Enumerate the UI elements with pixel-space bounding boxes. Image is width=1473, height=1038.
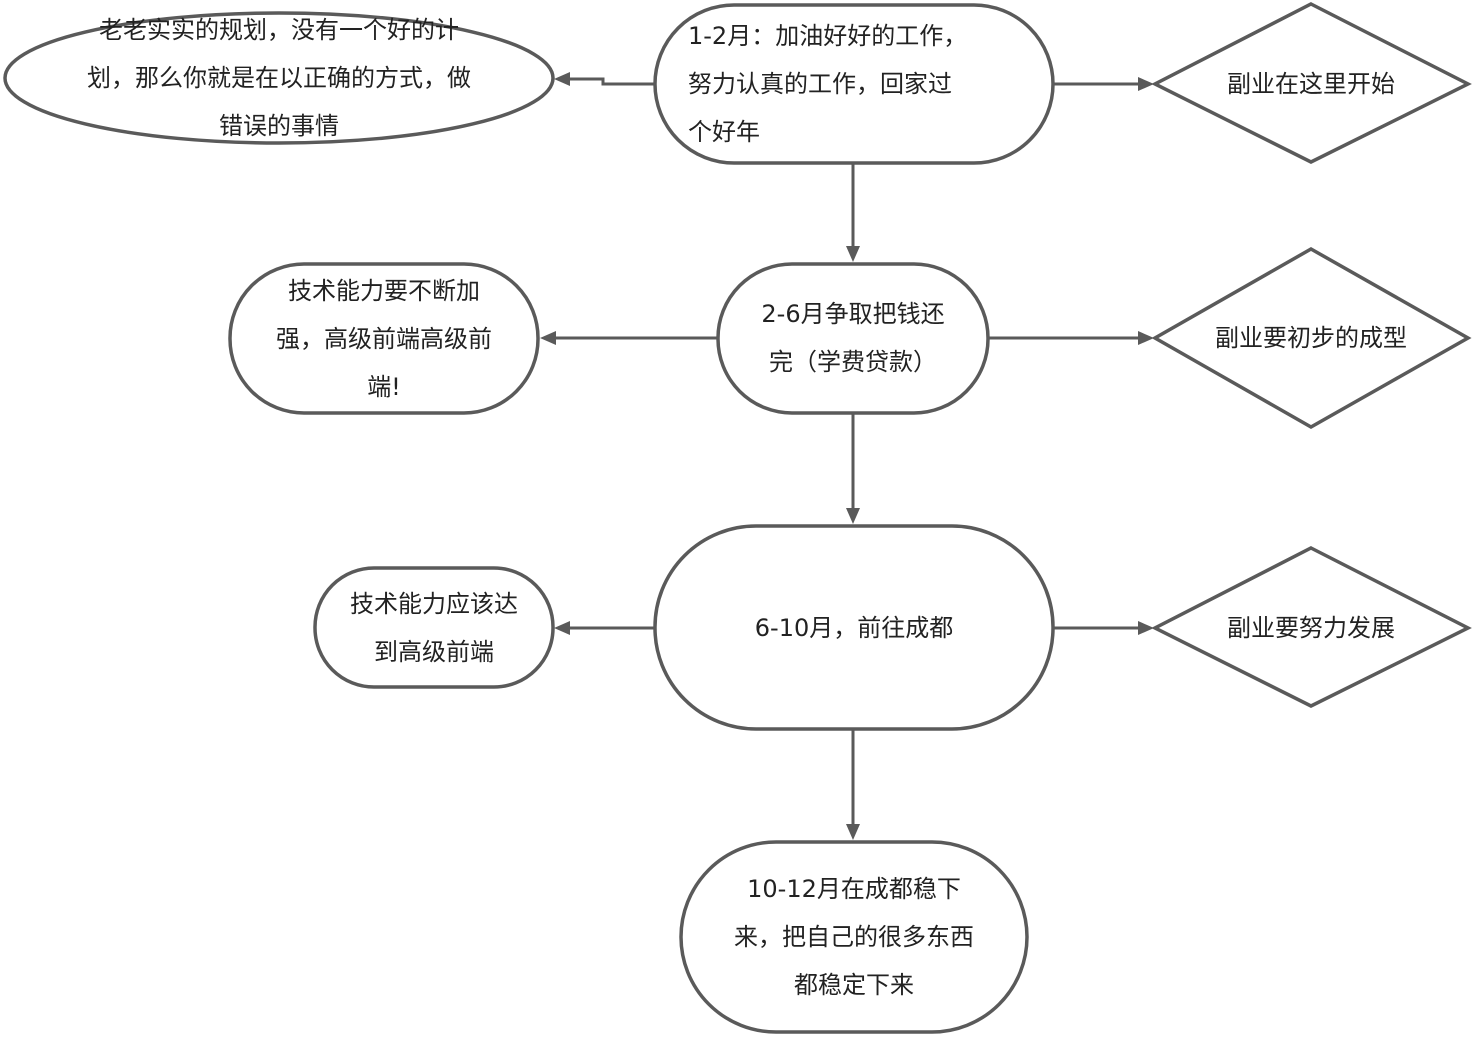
node-n4-line: 来，把自己的很多东西 [734,923,974,951]
node-n2-line: 2-6月争取把钱还 [761,300,945,328]
node-r1-shape[interactable] [1151,2,1472,164]
node-r1-line: 副业在这里开始 [1227,70,1395,98]
node-n2-line: 完（学费贷款） [768,348,937,376]
arrowhead-n1-l1 [554,72,570,86]
node-n2-shape[interactable] [716,262,990,415]
arrowhead-n1-r1 [1138,77,1154,91]
node-n4-line: 10-12月在成都稳下 [747,875,961,903]
edge-n1-l1 [568,77,655,86]
node-l1-line: 老老实实的规划，没有一个好的计 [99,16,459,44]
arrowhead-n2-l2 [540,331,556,345]
node-n1-label: 1-2月：加油好好的工作， 努力认真的工作，回家过 个好年 [688,10,1028,158]
node-r2-label: 副业要初步的成型 [1180,314,1442,362]
node-l2-shape[interactable] [228,262,540,415]
node-l3-shape[interactable] [313,566,555,689]
node-n2-label: 2-6月争取把钱还 完（学费贷款） [728,268,978,408]
node-l2-line: 端! [367,372,401,401]
node-n4-shape[interactable] [679,840,1029,1034]
arrowhead-n3-r3 [1138,621,1154,635]
node-n3-shape[interactable] [653,524,1055,731]
arrowhead-n1-n2 [846,246,860,262]
arrowhead-n2-n3 [846,508,860,524]
node-l3-line: 技术能力应该达 [350,589,518,618]
node-l3-line: 到高级前端 [374,637,494,666]
node-r3-shape[interactable] [1151,546,1472,708]
arrowhead-n3-n4 [846,824,860,840]
node-r3-label: 副业要努力发展 [1180,604,1442,652]
node-l2-label: 技术能力要不断加 强，高级前端高级前 端! [240,266,528,411]
nodes [3,2,1472,1034]
node-n4-label: 10-12月在成都稳下 来，把自己的很多东西 都稳定下来 [691,842,1017,1032]
node-l1-label: 老老实实的规划，没有一个好的计 划，那么你就是在以正确的方式，做 错误的事情 [20,4,538,152]
node-r2-line: 副业要初步的成型 [1215,324,1407,352]
edges [540,72,1154,840]
arrowhead-n3-l3 [554,621,570,635]
arrowhead-n2-r2 [1138,331,1154,345]
node-n1-line: 个好年 [688,118,760,146]
node-l1-shape[interactable] [3,11,555,145]
node-r3-line: 副业要努力发展 [1227,614,1395,642]
node-l1-line: 错误的事情 [219,112,339,140]
node-n1-line: 1-2月：加油好好的工作， [688,22,968,50]
node-n1-line: 努力认真的工作，回家过 [688,70,952,98]
node-r1-label: 副业在这里开始 [1180,60,1442,108]
node-n4-line: 都稳定下来 [794,971,914,999]
node-l1-line: 划，那么你就是在以正确的方式，做 [87,64,471,92]
node-n1-shape[interactable] [653,3,1055,165]
node-l2-line: 强，高级前端高级前 [276,324,492,353]
node-l3-label: 技术能力应该达 到高级前端 [320,570,548,685]
node-r2-shape[interactable] [1151,246,1472,430]
node-l2-line: 技术能力要不断加 [288,276,480,305]
node-n3-line: 6-10月，前往成都 [754,613,954,642]
node-n3-label: 6-10月，前往成都 [665,530,1043,725]
